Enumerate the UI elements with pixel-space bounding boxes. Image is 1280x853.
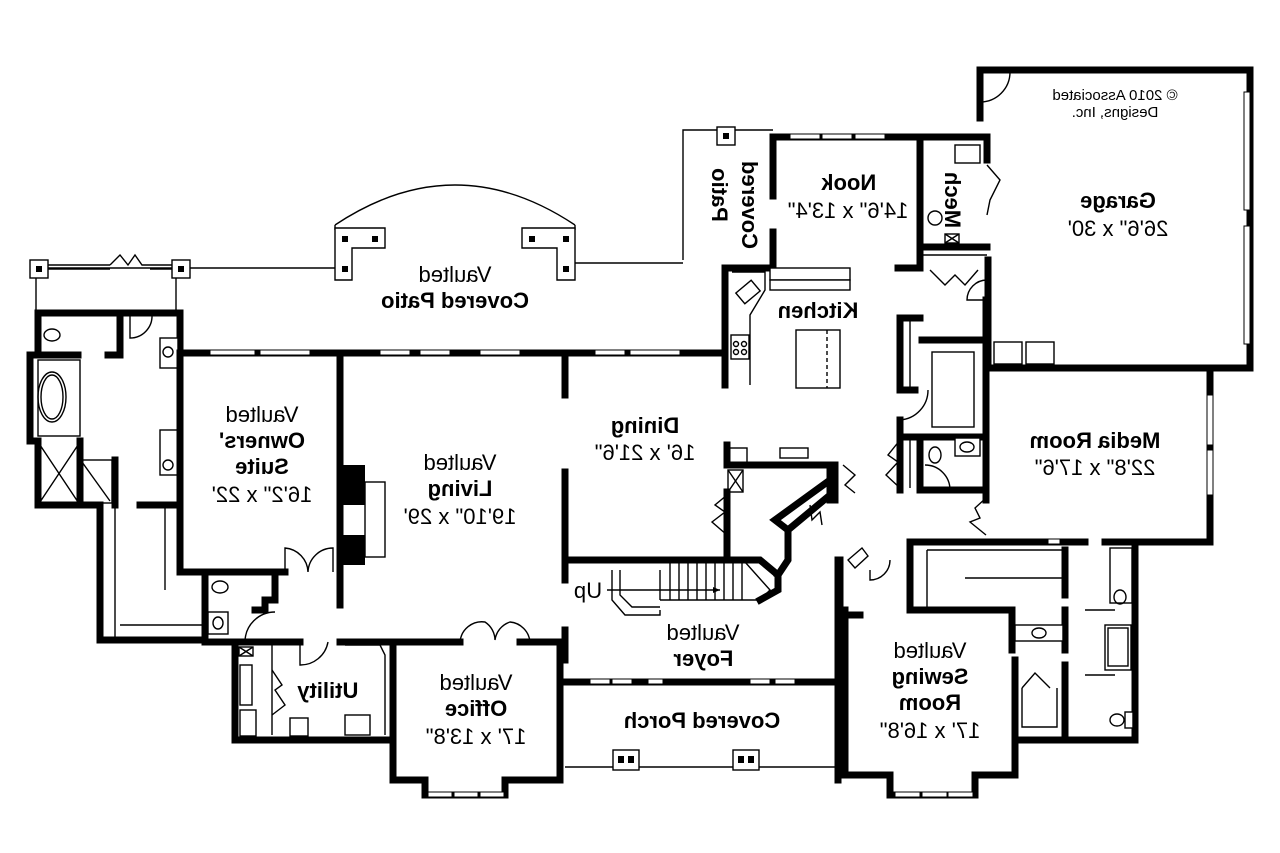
kitchen-label: Kitchen: [778, 298, 859, 323]
utility-area: [201, 568, 397, 744]
exterior-walls: [176, 349, 729, 357]
covered-patio: [40, 184, 683, 281]
sewing-room-prefix: Vaulted: [894, 638, 967, 663]
office-prefix: Vaulted: [440, 670, 513, 695]
foyer-prefix: Vaulted: [667, 620, 740, 645]
living-size: 19'10" x 29': [404, 504, 517, 529]
covered-porch-label: Covered Porch: [624, 708, 781, 733]
owners-bath: [26, 253, 209, 644]
kitchen-area: [676, 264, 990, 504]
stairs-up-label: Up: [574, 578, 602, 603]
labels: © 2010 Associated Designs, Inc. Garage 2…: [212, 87, 1178, 749]
garage-door-opening: [1243, 91, 1251, 211]
owners-suite-line2: Suite: [235, 454, 289, 479]
patio-small-line2: Covered: [737, 161, 762, 249]
dining-label: Dining: [611, 413, 679, 438]
covered-patio-label: Covered Patio: [381, 288, 529, 313]
dining-size: 16' x 21'6": [595, 440, 696, 465]
nook-label: Nook: [821, 170, 877, 195]
half-bath: [885, 433, 990, 536]
sewing-room-size: 17' x 16'8": [880, 718, 981, 743]
owners-suite-size: 16'2" x 22': [212, 482, 313, 507]
staircase: [607, 556, 782, 616]
media-room-label: Media Room: [1030, 428, 1161, 453]
media-room: [906, 364, 1214, 546]
living-prefix: Vaulted: [424, 450, 497, 475]
garage-door-swing: [979, 71, 1011, 103]
copyright-line1: © 2010 Associated: [1052, 87, 1177, 104]
office: [389, 638, 569, 799]
stair-treads: [669, 562, 743, 600]
kitchen-island: [795, 329, 841, 389]
living-dining: [336, 349, 734, 664]
butler-area: [710, 441, 857, 580]
garage-size: 26'6" x 30': [1068, 216, 1169, 241]
owners-suite: [176, 349, 386, 609]
garage-door-opening: [1243, 225, 1251, 345]
owners-suite-line1: Owners': [219, 428, 305, 453]
nook-size: 14'6" x 13'4": [788, 198, 909, 223]
office-label: Office: [445, 696, 507, 721]
sewing-room-line1: Sewing: [891, 664, 968, 689]
foyer-porch: [561, 556, 844, 784]
sewing-room-line2: Room: [899, 690, 961, 715]
foyer-label: Foyer: [673, 646, 733, 671]
mech-label: Mech: [940, 172, 965, 228]
copyright-line2: Designs, Inc.: [1072, 104, 1159, 121]
garage-label: Garage: [1080, 188, 1156, 213]
owners-suite-prefix: Vaulted: [226, 402, 299, 427]
patio-small-line1: Patio: [707, 168, 732, 222]
office-size: 17' x 13'8": [426, 724, 527, 749]
living-label: Living: [428, 476, 493, 501]
media-room-size: 22'8" x 17'6": [1035, 455, 1156, 480]
patio-small: [682, 126, 773, 260]
covered-patio-prefix: Vaulted: [419, 262, 492, 287]
sewing-room: [836, 538, 1139, 799]
nook-area: [769, 133, 1001, 301]
utility-label: Utility: [296, 678, 358, 703]
